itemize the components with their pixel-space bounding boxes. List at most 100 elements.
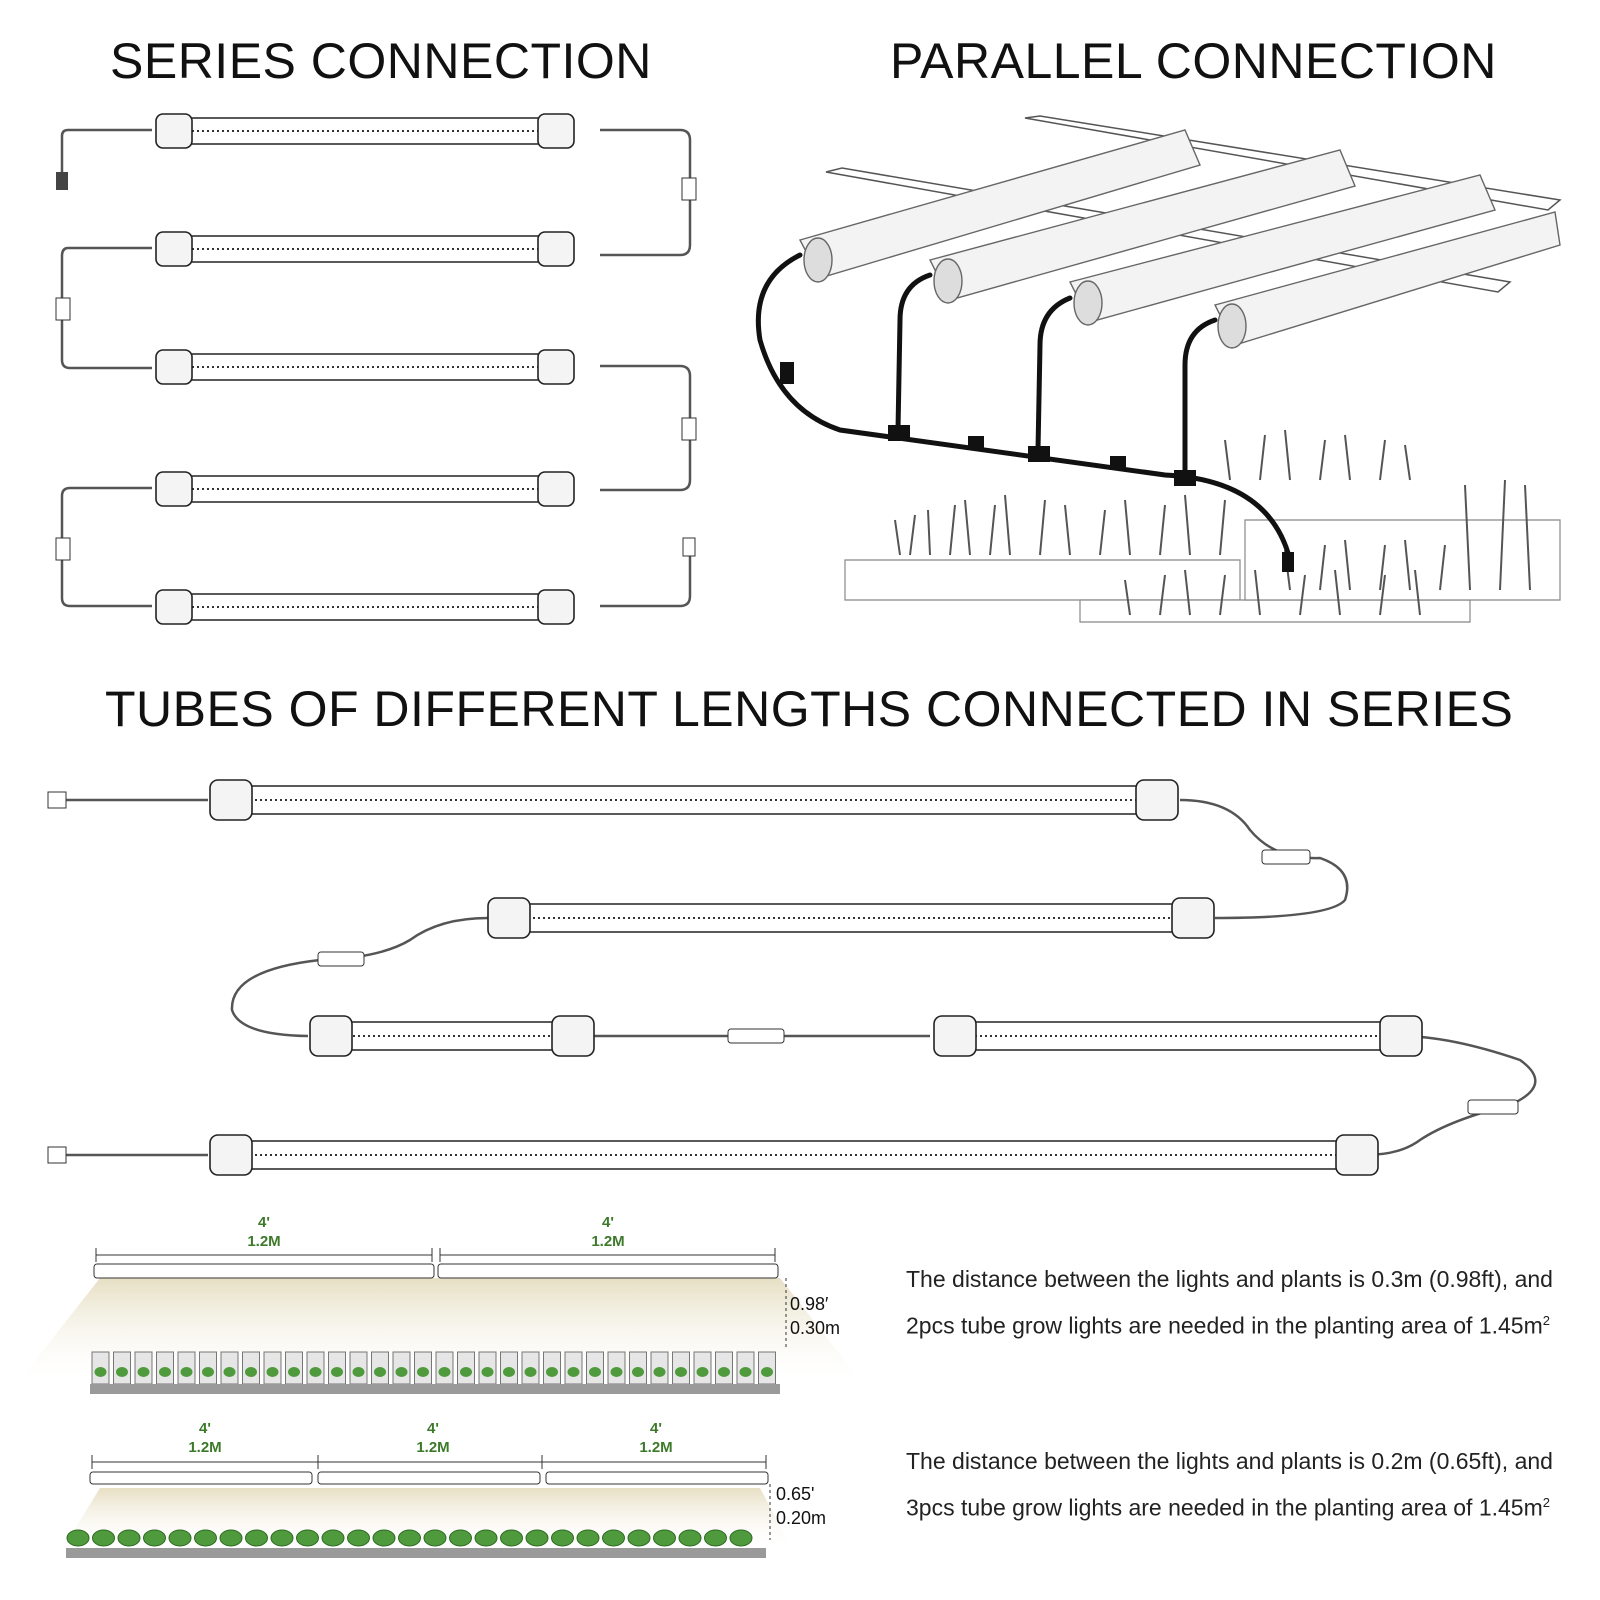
setup-a-area-superscript: 2 [1542, 1313, 1550, 1328]
lettuce-plant [372, 1529, 396, 1547]
lettuce-plant [92, 1529, 115, 1547]
dl-tube-short-left [309, 1015, 595, 1057]
series-tube-2 [155, 231, 575, 267]
setup-b-ground [66, 1548, 766, 1558]
setup-b-tube-1-m: 1.2M [188, 1439, 221, 1456]
lettuce-plant [219, 1529, 243, 1547]
seedling [395, 1367, 408, 1377]
parallel-connection-title: PARALLEL CONNECTION [890, 33, 1497, 89]
lettuce-plant [347, 1529, 370, 1547]
setup-a-tube-2-ft: 4' [602, 1214, 614, 1231]
lettuce-plant [321, 1529, 345, 1547]
seedling [675, 1367, 687, 1377]
seedling [352, 1367, 365, 1377]
setup-b-diagram: 4' 1.2M 4' 1.2M 4' 1.2M 0.65' 0.20m [65, 1420, 826, 1558]
lettuce-plant [449, 1529, 472, 1547]
setup-a-ground [90, 1384, 780, 1394]
seedling [739, 1367, 752, 1377]
lettuce-plant [602, 1529, 625, 1547]
seedling [180, 1367, 193, 1377]
setup-a-plant-pots [91, 1351, 776, 1385]
series-tubes [155, 113, 575, 625]
seedling [524, 1367, 537, 1377]
setup-b-description-text: The distance between the lights and plan… [906, 1448, 1553, 1521]
lettuce-plant [296, 1529, 319, 1547]
seedling [546, 1367, 558, 1377]
lettuce-plant [704, 1529, 727, 1547]
lettuce-plant [729, 1529, 753, 1547]
setup-b-tube-1 [89, 1471, 313, 1485]
seedling [245, 1367, 257, 1377]
lettuce-plant [551, 1529, 574, 1547]
seedling [331, 1367, 343, 1377]
lettuce-plant [194, 1529, 217, 1547]
setup-a-tube-2-m: 1.2M [591, 1233, 624, 1250]
setup-b-tube-3-m: 1.2M [639, 1439, 672, 1456]
lettuce-plant [117, 1529, 141, 1547]
dl-tube-mid-right [933, 1015, 1423, 1057]
setup-b-height-m: 0.20m [776, 1508, 826, 1528]
setup-b-description: The distance between the lights and plan… [906, 1440, 1586, 1529]
setup-a-diagram: 4' 1.2M 4' 1.2M 0.98′ 0.30m [20, 1214, 860, 1394]
setup-a-tube-2 [437, 1263, 779, 1279]
setup-b-area-superscript: 2 [1542, 1495, 1550, 1510]
lettuce-plant [627, 1529, 651, 1547]
series-tube-5 [155, 589, 575, 625]
setup-a-tube-1 [93, 1263, 435, 1279]
seedling [589, 1367, 601, 1377]
seedling [374, 1367, 386, 1377]
seedling [567, 1367, 580, 1377]
dl-cables [47, 791, 1537, 1164]
setup-b-tube-1-ft: 4' [199, 1420, 211, 1437]
parallel-diagram [755, 115, 1562, 623]
lettuce-plant [576, 1529, 600, 1547]
parallel-cables [755, 252, 1294, 572]
seedling [653, 1367, 666, 1377]
seedling [438, 1367, 451, 1377]
series-diagram [55, 113, 697, 625]
setup-b-tube-3-ft: 4' [650, 1420, 662, 1437]
seedling [417, 1367, 429, 1377]
lettuce-plant [500, 1529, 523, 1547]
lettuce-plant [474, 1529, 498, 1547]
setup-b-plants [66, 1529, 753, 1547]
setup-b-tube-2-m: 1.2M [416, 1439, 449, 1456]
setup-a-description: The distance between the lights and plan… [906, 1258, 1586, 1347]
setup-a-description-text: The distance between the lights and plan… [906, 1266, 1553, 1339]
series-tube-3 [155, 349, 575, 385]
seedling [718, 1367, 730, 1377]
parallel-tubes [798, 129, 1561, 349]
seedling [223, 1367, 236, 1377]
seedling [761, 1367, 773, 1377]
lettuce-plant [270, 1529, 294, 1547]
seedling [94, 1367, 107, 1377]
setup-b-tube-2 [317, 1471, 541, 1485]
lettuce-plant [143, 1529, 166, 1547]
setup-b-height-ft: 0.65' [776, 1484, 814, 1504]
series-tube-4 [155, 471, 575, 507]
seedling [288, 1367, 300, 1377]
setup-a-tube-1-ft: 4' [258, 1214, 270, 1231]
seedling [460, 1367, 472, 1377]
seedling [266, 1367, 279, 1377]
seedling [116, 1367, 128, 1377]
setup-b-tube-2-ft: 4' [427, 1420, 439, 1437]
series-tube-1 [155, 113, 575, 149]
setup-b-tube-3 [545, 1471, 769, 1485]
dl-tube-longest-bottom [209, 1134, 1379, 1176]
lettuce-plant [245, 1529, 268, 1547]
seedling [309, 1367, 322, 1377]
different-lengths-title: TUBES OF DIFFERENT LENGTHS CONNECTED IN … [105, 681, 1514, 737]
seedling [503, 1367, 515, 1377]
lettuce-plant [168, 1529, 192, 1547]
seedling [202, 1367, 214, 1377]
setup-a-tube-1-m: 1.2M [247, 1233, 280, 1250]
series-connection-title: SERIES CONNECTION [110, 33, 652, 89]
lettuce-plant [66, 1529, 90, 1547]
different-lengths-diagram [47, 779, 1537, 1176]
plants [894, 429, 1531, 616]
seedling [632, 1367, 644, 1377]
dl-tube-second [487, 897, 1215, 939]
seedling [159, 1367, 171, 1377]
